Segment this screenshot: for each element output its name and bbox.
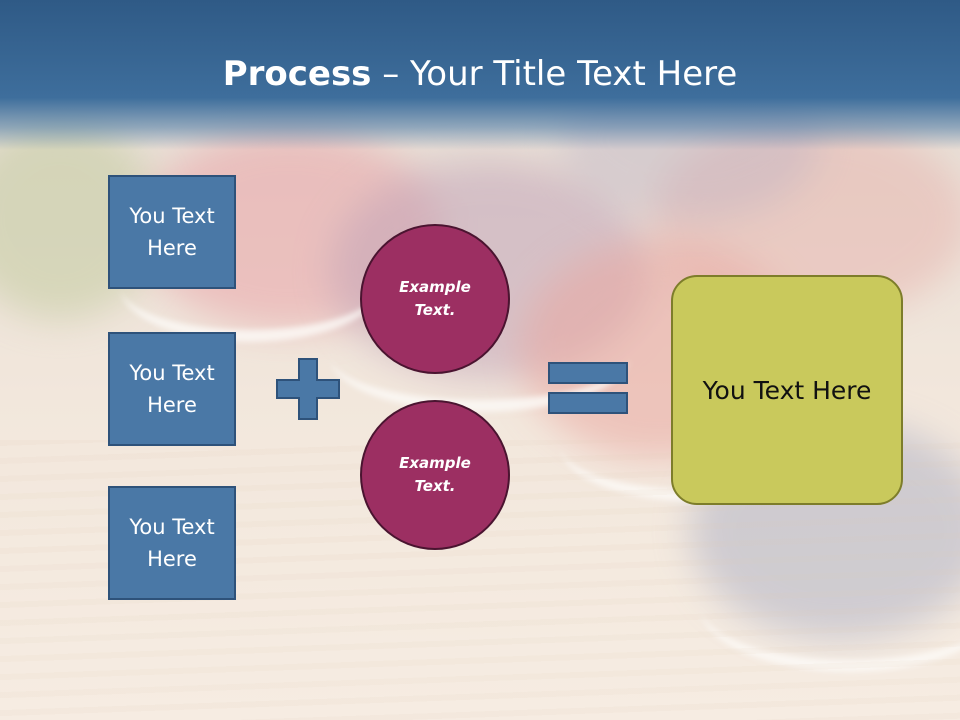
operand-label: Example Text. xyxy=(399,278,471,319)
input-box-1[interactable]: You Text Here xyxy=(108,175,236,289)
input-box-label: You Text Here xyxy=(129,204,215,260)
title-bar: Process – Your Title Text Here xyxy=(0,0,960,150)
slide-title-rest: – Your Title Text Here xyxy=(371,54,738,94)
operand-label: Example Text. xyxy=(399,454,471,495)
plus-icon[interactable] xyxy=(276,358,340,420)
operand-circle-2[interactable]: Example Text. xyxy=(360,400,510,550)
slide-title-bold: Process xyxy=(222,54,372,94)
operand-circle-1[interactable]: Example Text. xyxy=(360,224,510,374)
input-box-2[interactable]: You Text Here xyxy=(108,332,236,446)
input-box-3[interactable]: You Text Here xyxy=(108,486,236,600)
slide-title[interactable]: Process – Your Title Text Here xyxy=(0,54,960,94)
input-box-label: You Text Here xyxy=(129,361,215,417)
equals-icon[interactable] xyxy=(548,362,628,414)
result-label: You Text Here xyxy=(702,375,872,405)
input-box-label: You Text Here xyxy=(129,515,215,571)
result-box[interactable]: You Text Here xyxy=(671,275,903,505)
